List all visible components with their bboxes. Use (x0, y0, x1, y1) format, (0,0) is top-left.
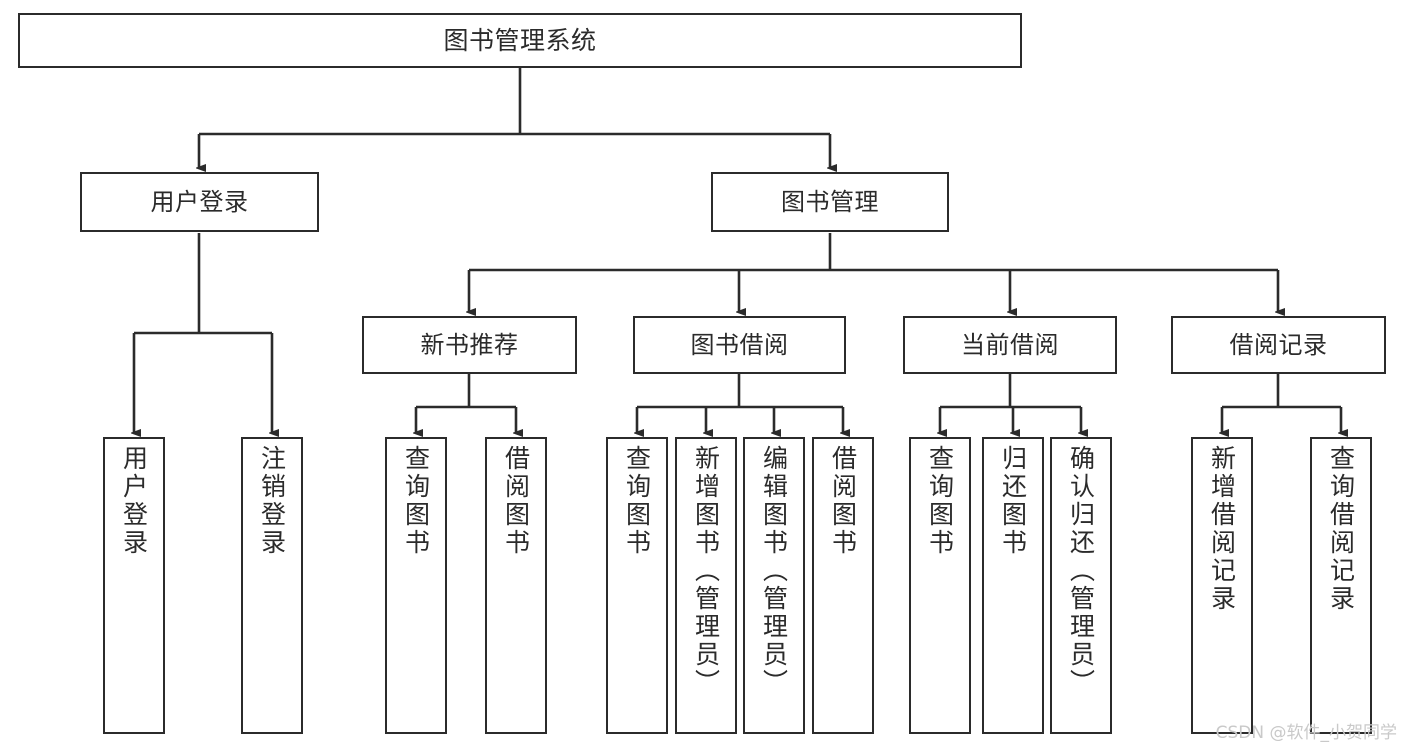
node-label: 注销登录 (257, 445, 287, 557)
node-label: 查询图书 (925, 445, 955, 557)
node-label: 确认归还（管理员） (1066, 445, 1096, 697)
node-leaf-return-book[interactable]: 归还图书 (982, 437, 1044, 734)
node-user-login[interactable]: 用户登录 (80, 172, 319, 232)
node-label: 归还图书 (998, 445, 1028, 557)
node-leaf-user-login[interactable]: 用户登录 (103, 437, 165, 734)
node-label: 图书管理系统 (443, 25, 597, 55)
node-leaf-query-borrow-record[interactable]: 查询借阅记录 (1310, 437, 1372, 734)
node-label: 借阅记录 (1229, 330, 1328, 359)
node-label: 用户登录 (119, 445, 149, 557)
node-label: 借阅图书 (828, 445, 858, 557)
node-label: 新增借阅记录 (1207, 445, 1237, 613)
node-book-borrow[interactable]: 图书借阅 (633, 316, 846, 374)
csdn-watermark: CSDN @软件_小贺同学 (1215, 723, 1397, 743)
node-book-management[interactable]: 图书管理 (711, 172, 949, 232)
node-leaf-logout-login[interactable]: 注销登录 (241, 437, 303, 734)
node-leaf-query-book-current[interactable]: 查询图书 (909, 437, 971, 734)
node-label: 图书管理 (781, 187, 879, 216)
node-label: 编辑图书（管理员） (759, 445, 789, 697)
node-label: 当前借阅 (961, 330, 1059, 359)
node-label: 借阅图书 (501, 445, 531, 557)
node-borrow-record[interactable]: 借阅记录 (1171, 316, 1386, 374)
node-leaf-add-borrow-record[interactable]: 新增借阅记录 (1191, 437, 1253, 734)
node-current-borrow[interactable]: 当前借阅 (903, 316, 1117, 374)
node-label: 用户登录 (150, 187, 249, 216)
node-label: 新书推荐 (420, 330, 519, 359)
node-leaf-borrow-book[interactable]: 借阅图书 (812, 437, 874, 734)
node-label: 查询图书 (622, 445, 652, 557)
node-leaf-edit-book-admin[interactable]: 编辑图书（管理员） (743, 437, 805, 734)
node-label: 查询图书 (401, 445, 431, 557)
node-leaf-confirm-return-admin[interactable]: 确认归还（管理员） (1050, 437, 1112, 734)
node-leaf-add-book-admin[interactable]: 新增图书（管理员） (675, 437, 737, 734)
node-label: 图书借阅 (690, 330, 789, 359)
node-leaf-query-book-borrow[interactable]: 查询图书 (606, 437, 668, 734)
node-new-book-recommend[interactable]: 新书推荐 (362, 316, 577, 374)
node-leaf-borrow-book-recommend[interactable]: 借阅图书 (485, 437, 547, 734)
node-label: 新增图书（管理员） (691, 445, 721, 697)
node-leaf-query-book-recommend[interactable]: 查询图书 (385, 437, 447, 734)
node-label: 查询借阅记录 (1326, 445, 1356, 613)
node-root-book-management-system[interactable]: 图书管理系统 (18, 13, 1022, 68)
